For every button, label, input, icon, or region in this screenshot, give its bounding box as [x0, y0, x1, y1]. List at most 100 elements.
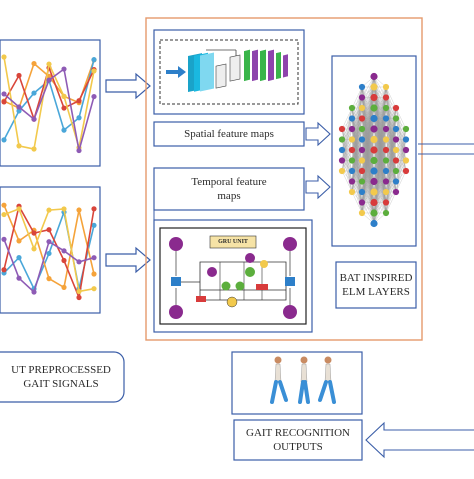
gru-box: [153, 219, 313, 333]
output-label: GAIT RECOGNITION OUTPUTS: [246, 427, 350, 453]
network-edge: [341, 107, 353, 130]
network-node: [370, 209, 378, 217]
network-edge: [351, 97, 363, 193]
signal-point: [61, 284, 67, 290]
signal-plot-top: [1, 54, 97, 154]
network-node: [370, 177, 378, 186]
network-edge: [385, 107, 397, 214]
network-edge: [361, 76, 375, 98]
signal-point: [31, 60, 37, 67]
network-node: [392, 157, 400, 164]
network-edge: [361, 118, 375, 214]
network-edge: [385, 107, 397, 193]
network-edge: [373, 86, 387, 109]
network-node: [358, 136, 366, 143]
network-node: [358, 167, 366, 175]
network-edge: [361, 76, 375, 161]
network-node: [370, 146, 378, 154]
signal-point: [91, 206, 97, 212]
signal-point: [16, 275, 22, 281]
network-edge: [385, 191, 397, 214]
signal-point: [16, 143, 22, 149]
network-edge: [351, 86, 363, 182]
signal-point: [16, 255, 22, 261]
signal-panel-bottom: [0, 186, 101, 314]
elm-network-box: [331, 55, 417, 247]
signal-point: [46, 239, 52, 245]
network-node: [382, 157, 390, 164]
network-edge: [385, 128, 397, 214]
network-edge: [373, 86, 387, 182]
network-edge: [351, 86, 363, 172]
signal-point: [76, 147, 82, 154]
network-node: [382, 178, 390, 185]
walking-person-icon: [298, 356, 310, 404]
signal-point: [31, 289, 37, 295]
network-edge: [351, 107, 363, 193]
signal-point: [61, 105, 67, 111]
network-edge: [341, 139, 353, 172]
elm-label-box: [335, 261, 417, 309]
network-edge: [373, 118, 387, 224]
network-node: [370, 104, 378, 112]
network-node: [358, 104, 366, 112]
network-edge: [395, 149, 407, 193]
network-edge: [395, 128, 407, 172]
signal-point: [1, 211, 7, 218]
signal-point: [31, 230, 37, 236]
network-node: [392, 167, 400, 175]
network-edge: [341, 170, 353, 193]
hollow-arrow-icon: [105, 72, 151, 100]
signal-point: [91, 255, 97, 261]
network-node: [348, 167, 356, 175]
network-edge: [373, 86, 387, 193]
signal-point: [76, 207, 82, 213]
gru-cell-icon: [169, 235, 297, 319]
input-signals-label: UT PREPROCESSED GAIT SIGNALS: [11, 364, 111, 390]
network-node: [370, 188, 378, 196]
temporal-feature-label: Temporal feature maps: [191, 176, 267, 202]
signal-point: [76, 98, 82, 104]
hollow-arrow-icon: [418, 143, 474, 155]
network-node: [402, 157, 410, 164]
network-node: [382, 146, 390, 154]
network-node: [348, 178, 356, 185]
network-node: [370, 114, 378, 123]
network-node: [402, 146, 410, 154]
network-node: [348, 188, 356, 196]
network-edge: [351, 149, 363, 193]
network-node: [392, 188, 400, 196]
network-node: [382, 83, 390, 91]
signal-point: [1, 91, 7, 97]
network-node: [370, 125, 378, 133]
network-node: [392, 125, 400, 133]
network-edge: [361, 76, 375, 109]
network-edge: [351, 86, 363, 119]
network-edge: [361, 76, 375, 182]
walker-box: [231, 351, 363, 415]
network-edge: [373, 139, 387, 224]
network-edge: [361, 191, 375, 214]
model-frame: [145, 17, 423, 341]
network-node: [338, 167, 346, 175]
signal-point: [46, 207, 52, 213]
network-node: [402, 136, 410, 143]
signal-point: [1, 236, 7, 242]
network-node: [392, 136, 400, 143]
network-node: [370, 167, 378, 175]
temporal-feature-box: [153, 167, 305, 211]
network-node: [358, 157, 366, 164]
network-node: [382, 136, 390, 143]
network-edge: [361, 76, 375, 172]
network-edge: [385, 107, 397, 151]
signal-point: [46, 250, 52, 257]
network-edge: [395, 170, 407, 193]
signal-point: [91, 68, 97, 74]
signal-point: [61, 93, 67, 100]
signal-point: [1, 267, 7, 273]
spatial-feature-box: [153, 121, 305, 147]
network-edge: [395, 128, 407, 161]
signal-point: [1, 54, 7, 60]
signal-point: [46, 77, 52, 83]
signal-point: [61, 257, 67, 264]
